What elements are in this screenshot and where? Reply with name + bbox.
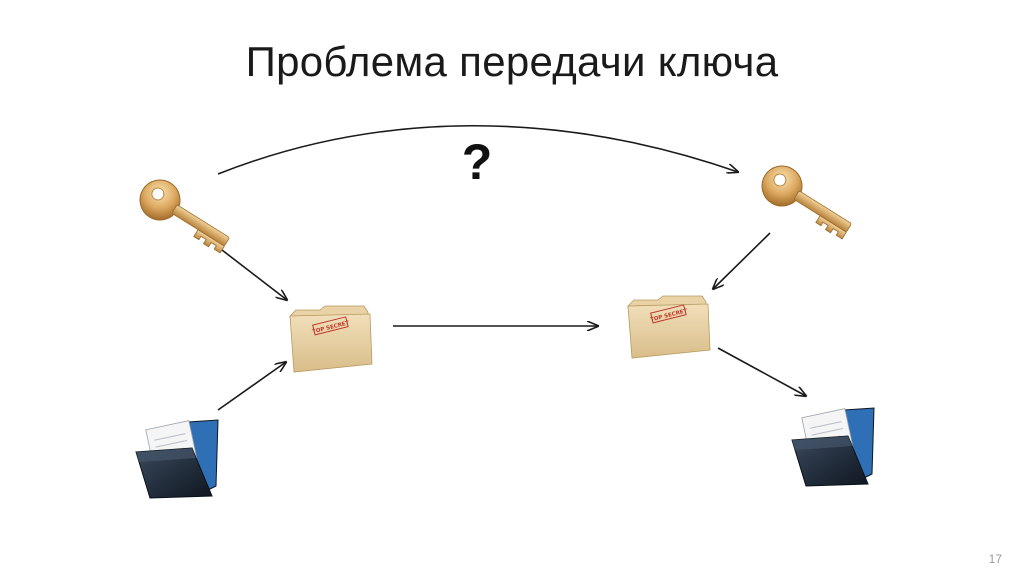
document-folder-icon	[135, 419, 219, 499]
arrow-docs-to-folder-left	[217, 362, 286, 411]
slide-title: Проблема передачи ключа	[245, 38, 779, 85]
arrow-key-to-folder-left	[221, 249, 287, 300]
key-icon	[139, 179, 230, 254]
top-secret-folder-icon: TOP SECRET	[627, 295, 711, 359]
curved-arrow-key-transfer	[217, 124, 738, 175]
question-mark: ?	[461, 134, 493, 190]
page-number: 17	[988, 552, 1002, 566]
top-secret-folder-icon: TOP SECRET	[289, 305, 373, 373]
document-folder-icon	[791, 407, 875, 487]
key-icon	[761, 165, 852, 240]
arrow-folder-to-docs-right	[717, 347, 806, 396]
arrow-key-to-folder-right	[713, 232, 771, 289]
